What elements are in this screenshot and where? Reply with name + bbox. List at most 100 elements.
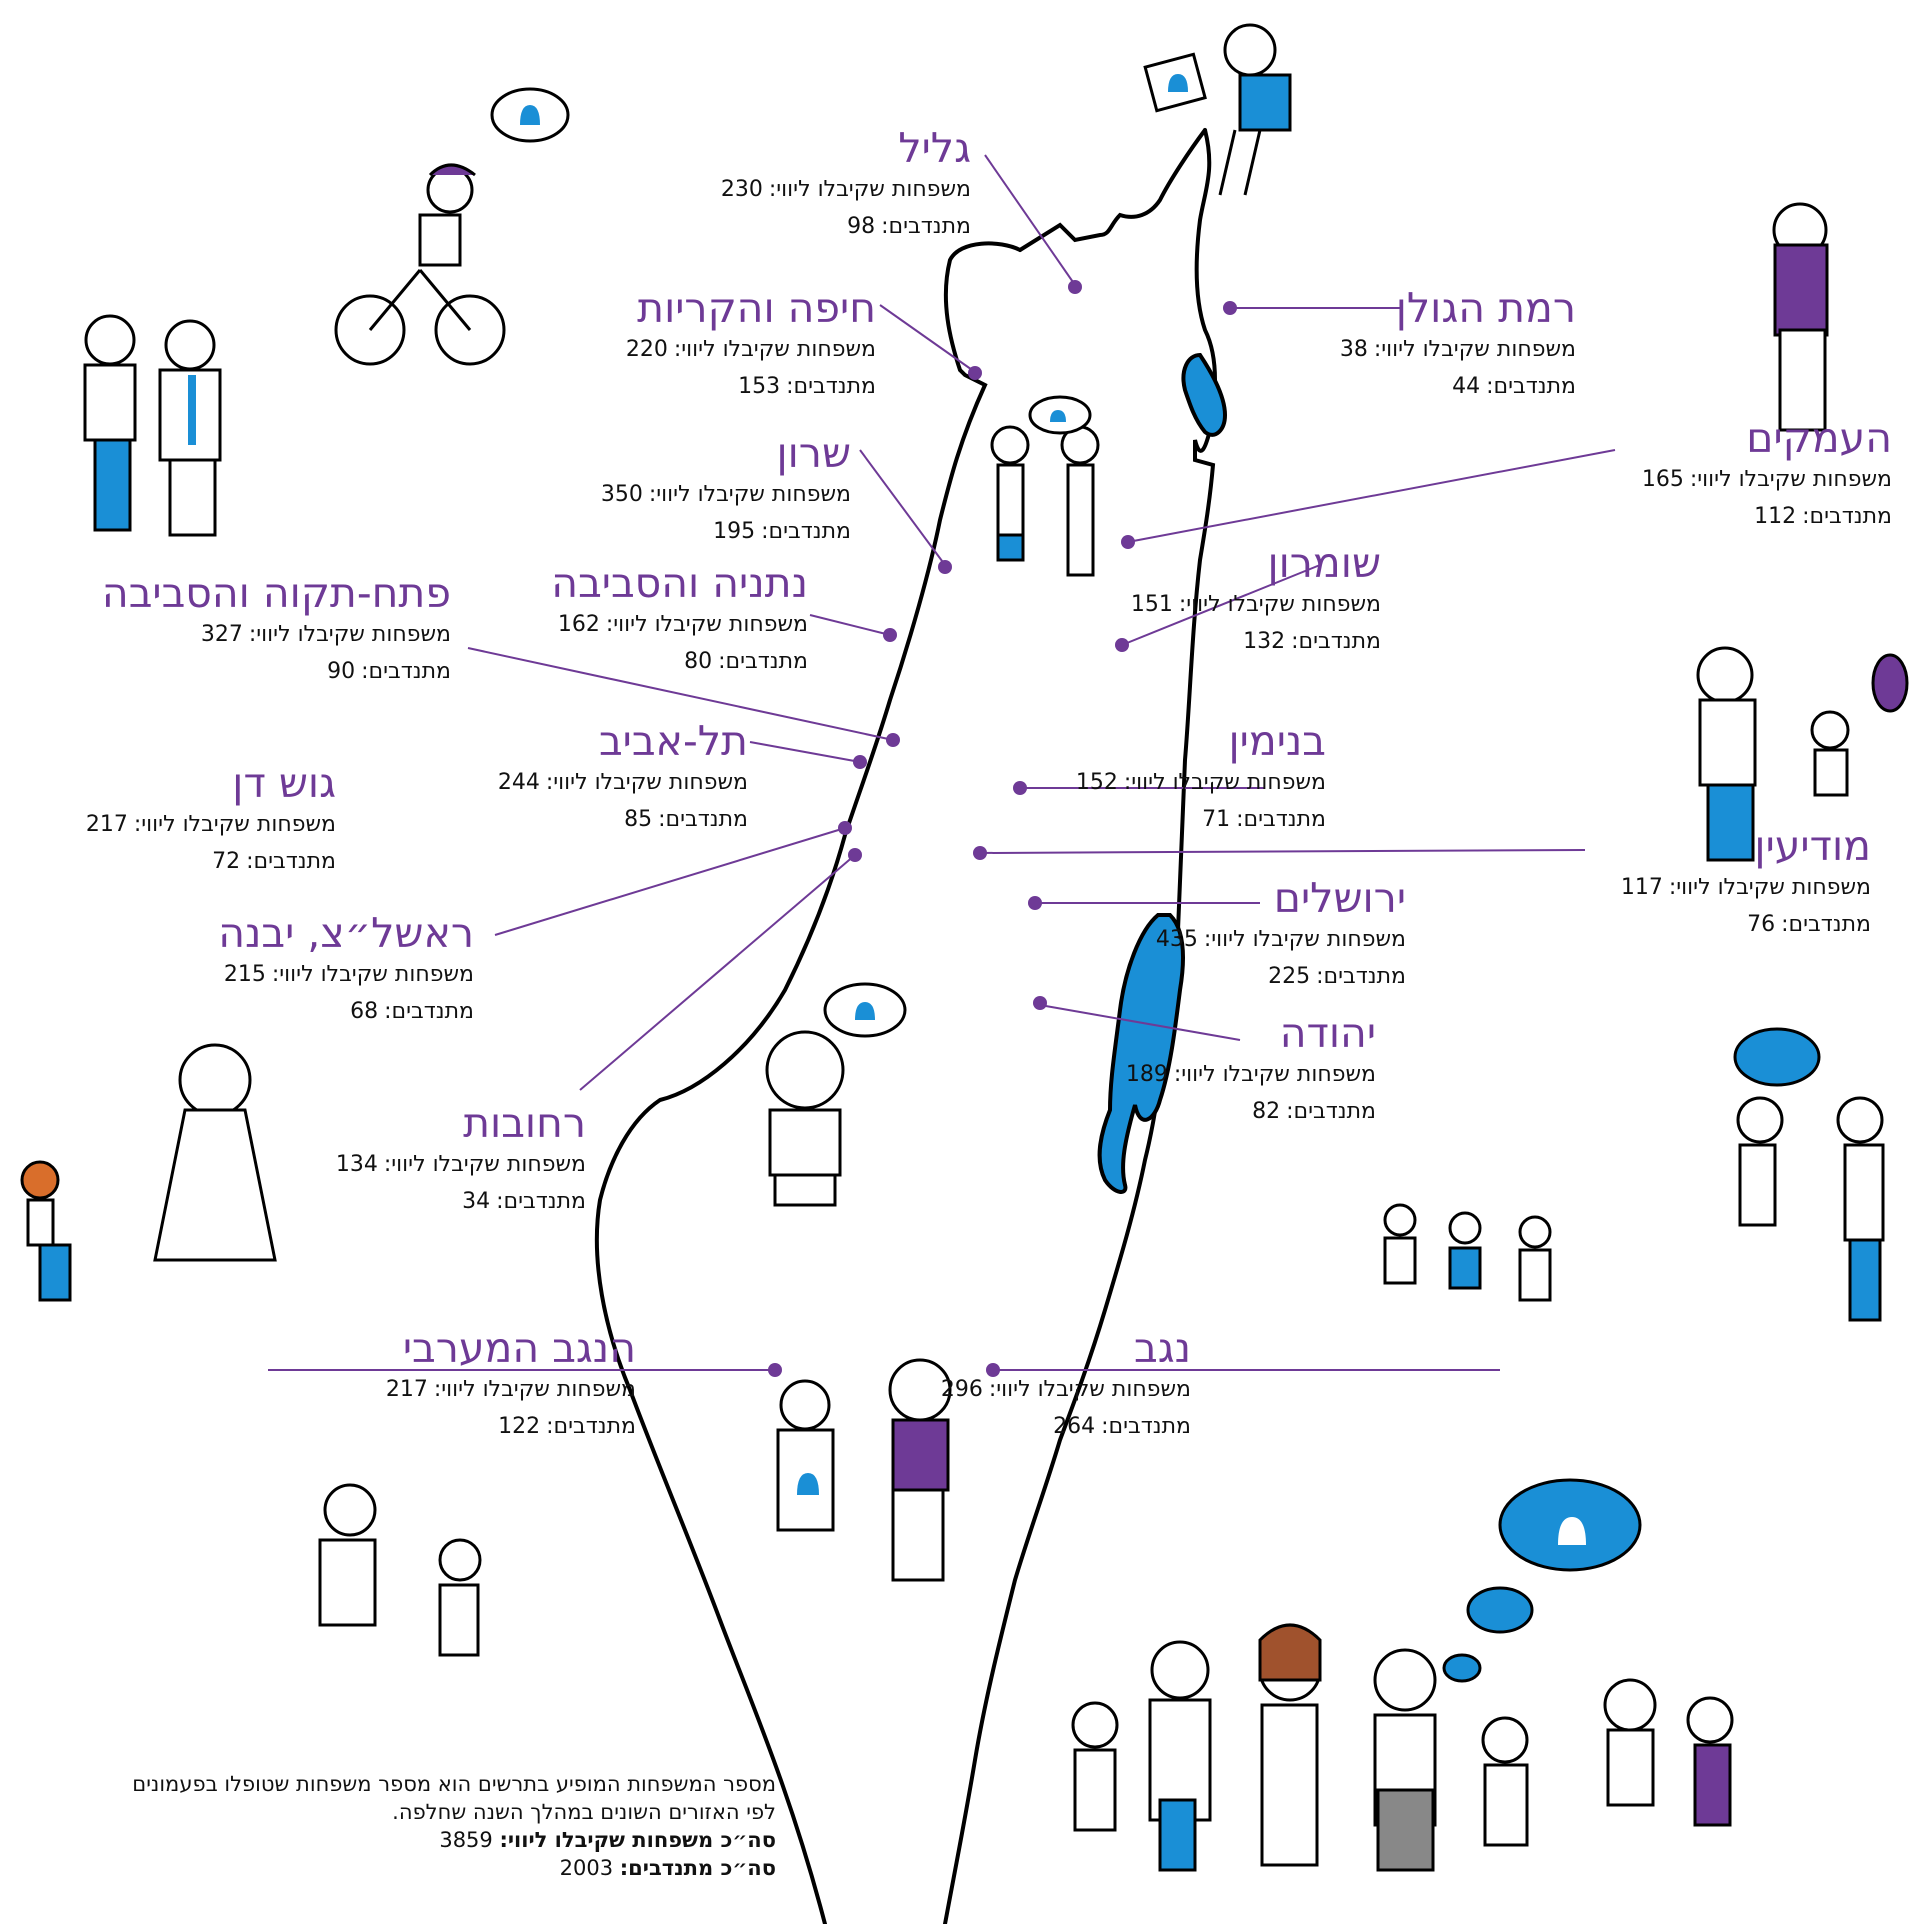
connector-galil (984, 154, 1076, 286)
girl-dog-illustration (765, 982, 907, 1207)
families-line: משפחות שקיבלו ליווי:217 (385, 1377, 636, 1402)
bell-icon (1168, 74, 1188, 92)
volunteers-line: מתנדבים:90 (327, 659, 451, 684)
region-petah-tikva: פתח-תקוה והסביבה משפחות שקיבלו ליווי:327… (102, 570, 451, 690)
bottom-kids-illustration (318, 1483, 482, 1657)
volunteers-line: מתנדבים:80 (684, 649, 808, 674)
dot-netanya (883, 628, 897, 642)
families-line: משפחות שקיבלו ליווי:165 (1641, 467, 1892, 492)
families-line: משפחות שקיבלו ליווי:215 (223, 962, 474, 987)
dot-petahtikva (886, 733, 900, 747)
connector-netanya (809, 614, 891, 636)
region-name: גליל (898, 124, 971, 172)
dot-jerusalem (1028, 896, 1042, 910)
families-line: משפחות שקיבלו ליווי:327 (200, 622, 451, 647)
families-line: משפחות שקיבלו ליווי:350 (600, 482, 851, 507)
person-laptop-illustration (1143, 23, 1292, 196)
dot-golan (1223, 301, 1237, 315)
region-name: העמקים (1746, 414, 1892, 462)
region-name: רחובות (463, 1099, 586, 1147)
region-name: יהודה (1279, 1009, 1376, 1057)
region-galil: גליל משפחות שקיבלו ליווי:230 מתנדבים:98 (721, 125, 971, 245)
families-line: משפחות שקיבלו ליווי:220 (625, 337, 876, 362)
region-name: ירושלים (1273, 874, 1406, 922)
region-modiin: מודיעין משפחות שקיבלו ליווי:117 מתנדבים:… (1621, 823, 1871, 943)
woman-bag-illustration (20, 1043, 277, 1302)
families-line: משפחות שקיבלו ליווי:435 (1155, 927, 1406, 952)
region-gush-dan: גוש דן משפחות שקיבלו ליווי:217 מתנדבים:7… (86, 760, 336, 880)
families-line: משפחות שקיבלו ליווי:230 (720, 177, 971, 202)
region-name: שומרון (1267, 539, 1381, 587)
families-line: משפחות שקיבלו ליווי:151 (1130, 592, 1381, 617)
dot-telaviv (853, 755, 867, 769)
couple-illustration (83, 314, 222, 537)
dot-rehovot (848, 848, 862, 862)
region-tel-aviv: תל-אביב משפחות שקיבלו ליווי:244 מתנדבים:… (498, 718, 748, 838)
region-name: מודיעין (1754, 822, 1871, 870)
volunteers-line: מתנדבים:225 (1268, 964, 1406, 989)
connector-lines (268, 154, 1616, 1371)
region-sharon: שרון משפחות שקיבלו ליווי:350 מתנדבים:195 (601, 430, 851, 550)
families-line: משפחות שקיבלו ליווי:134 (335, 1152, 586, 1177)
families-line: משפחות שקיבלו ליווי:189 (1125, 1062, 1376, 1087)
region-haifa: חיפה והקריות משפחות שקיבלו ליווי:220 מתנ… (626, 285, 876, 405)
region-name: פתח-תקוה והסביבה (101, 569, 451, 617)
connector-shomron (1121, 564, 1321, 646)
cyclist-illustration (334, 87, 570, 366)
families-line: משפחות שקיבלו ליווי:38 (1339, 337, 1576, 362)
families-line: משפחות שקיבלו ליווי:217 (85, 812, 336, 837)
connector-modiin (979, 849, 1586, 854)
dot-haifa (968, 366, 982, 380)
volunteers-line: מתנדבים:76 (1747, 912, 1871, 937)
families-line: משפחות שקיבלו ליווי:244 (497, 770, 748, 795)
connector-petahtikva (467, 647, 894, 741)
volunteers-line: מתנדבים:98 (847, 214, 971, 239)
bell-icon (797, 1473, 819, 1495)
dot-shomron (1115, 638, 1129, 652)
families-line: משפחות שקיבלו ליווי:296 (940, 1377, 1191, 1402)
dot-negev (986, 1363, 1000, 1377)
grandpa-kid-illustration (1696, 646, 1909, 862)
kids-group-illustration (1383, 1203, 1552, 1302)
total-families: סה״כ משפחות שקיבלו ליווי: 3859 (439, 1828, 776, 1852)
region-rehovot: רחובות משפחות שקיבלו ליווי:134 מתנדבים:3… (336, 1100, 586, 1220)
dot-binyamin (1013, 781, 1027, 795)
connector-rehovot (579, 854, 856, 1091)
family-illustration (1071, 1478, 1734, 1872)
connector-rishon (494, 827, 846, 936)
families-line: משפחות שקיבלו ליווי:117 (1620, 875, 1871, 900)
volunteers-line: מתנדבים:44 (1452, 374, 1576, 399)
connector-sharon (859, 449, 946, 566)
dot-sharon (938, 560, 952, 574)
connector-telaviv (749, 741, 861, 763)
footnote-line-2: לפי האזורים השונים במהלך השנה שחלפה. (392, 1800, 776, 1824)
volunteers-line: מתנדבים:112 (1754, 504, 1892, 529)
connector-haifa (879, 304, 976, 373)
volunteers-line: מתנדבים:122 (498, 1414, 636, 1439)
total-volunteers: סה״כ מתנדבים: 2003 (559, 1856, 776, 1880)
volunteers-line: מתנדבים:195 (713, 519, 851, 544)
region-shomron: שומרון משפחות שקיבלו ליווי:151 מתנדבים:1… (1131, 540, 1381, 660)
mid-pair-illustration (776, 1358, 952, 1582)
dead-sea (1097, 913, 1185, 1194)
dot-galil (1068, 280, 1082, 294)
bell-icon (520, 105, 540, 125)
region-rishon: ראשל״צ, יבנה משפחות שקיבלו ליווי:215 מתנ… (218, 910, 474, 1030)
dot-modiin (973, 846, 987, 860)
talking-pair-illustration (1733, 1027, 1885, 1322)
region-negev: נגב משפחות שקיבלו ליווי:296 מתנדבים:264 (941, 1325, 1191, 1445)
volunteers-line: מתנדבים:132 (1243, 629, 1381, 654)
region-amakim: העמקים משפחות שקיבלו ליווי:165 מתנדבים:1… (1642, 415, 1892, 535)
footnote: מספר המשפחות המופיע בתרשים הוא מספר משפח… (0, 1770, 776, 1882)
dot-rishon (838, 821, 852, 835)
region-jerusalem: ירושלים משפחות שקיבלו ליווי:435 מתנדבים:… (1156, 875, 1406, 995)
dot-yehuda (1033, 996, 1047, 1010)
volunteers-line: מתנדבים:68 (350, 999, 474, 1024)
volunteers-line: מתנדבים:85 (624, 807, 748, 832)
sea-of-galilee (1181, 352, 1228, 437)
region-name: חיפה והקריות (637, 284, 876, 332)
dot-amakim (1121, 535, 1135, 549)
illustrations (20, 23, 1909, 1872)
volunteers-line: מתנדבים:34 (462, 1189, 586, 1214)
